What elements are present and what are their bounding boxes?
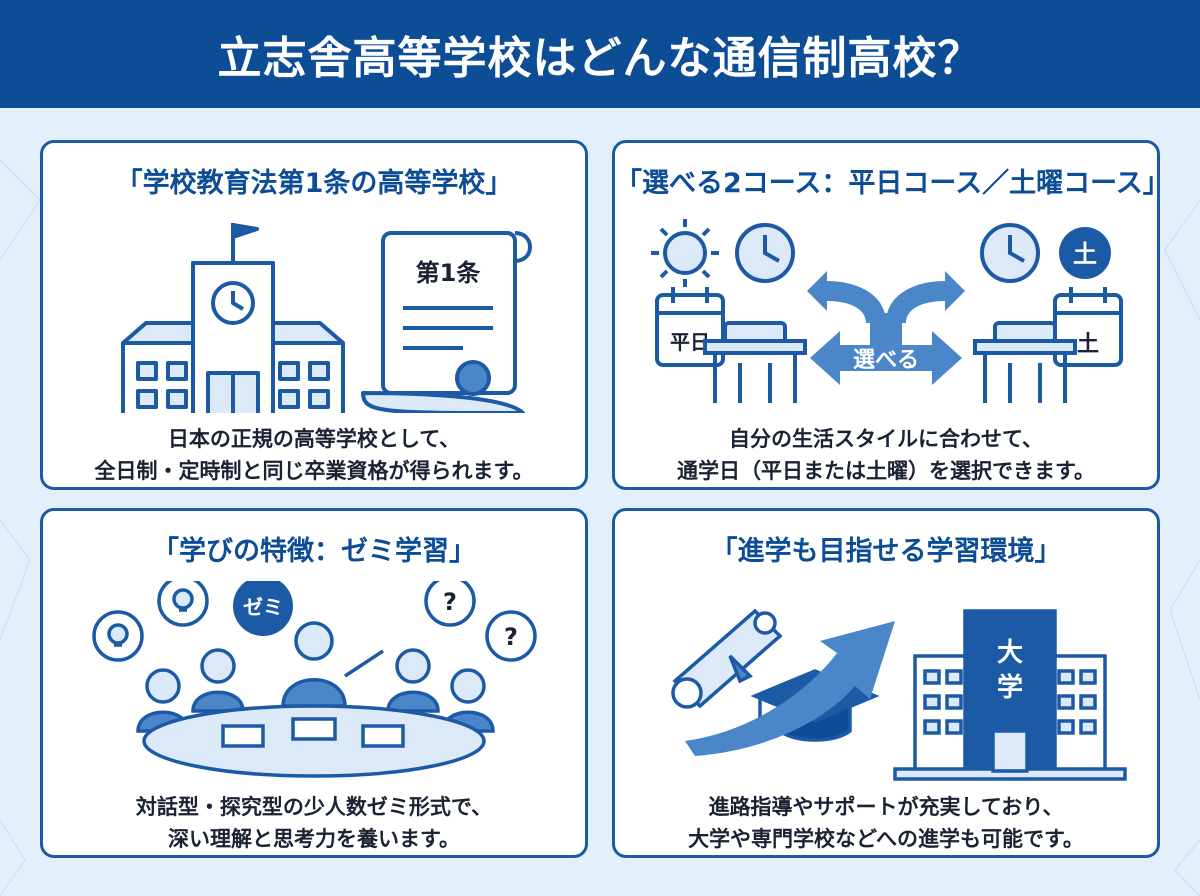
clock-icon [735,223,795,283]
seminar-bubble-icon [233,581,293,636]
page-header: 立志舎高等学校はどんな通信制高校？ [0,0,1200,108]
teacher-icon [281,621,384,708]
description-line-2: 通学日（平日または土曜）を選択できます。 [677,459,1095,483]
seminar-bubble-label: ゼミ [243,595,283,619]
question-bubble-icon [424,581,537,662]
description-line-1: 日本の正規の高等学校として、 [167,427,461,451]
saturday-calendar-label: 土 [1077,332,1099,357]
up-arrow-icon [685,621,895,756]
desk-icon [703,321,807,403]
card-description: 日本の正規の高等学校として、 全日制・定時制と同じ卒業資格が得られます。 [43,423,585,487]
arrow-icon [807,271,965,385]
saturday-badge-icon [1059,227,1111,279]
description-line-1: 自分の生活スタイルに合わせて、 [729,427,1043,451]
card-illustration: 第1条 [121,223,532,413]
card-illustration: ゼミ ? ? [92,581,537,778]
card-advancement-environment: 「進学も目指せる学習環境」 [612,508,1160,858]
saturday-badge-label: 土 [1073,240,1097,268]
diploma-icon [671,608,783,709]
clock-icon [980,223,1040,283]
description-line-2: 深い理解と思考力を養います。 [168,827,460,851]
choice-label: 選べる [853,348,919,373]
description-line-1: 進路指導やサポートが充実しており、 [708,795,1064,819]
school-building-icon [121,223,345,413]
card-two-courses: 「選べる2コース：平日コース／土曜コース」 平日 [612,140,1160,490]
description-line-2: 全日制・定時制と同じ卒業資格が得られます。 [94,459,534,483]
card-illustration: 大 学 [671,608,1127,781]
university-building-icon [893,609,1127,781]
description-line-2: 大学や専門学校などへの進学も可能です。 [688,827,1084,851]
card-title: 「進学も目指せる学習環境」 [710,536,1062,567]
certificate-scroll-icon [361,231,532,413]
card-description: 進路指導やサポートが充実しており、 大学や専門学校などへの進学も可能です。 [615,791,1157,855]
university-label-top: 大 [997,638,1023,668]
desk-icon [973,321,1077,403]
card-seminar-learning: 「学びの特徴：ゼミ学習」 ゼミ ? ? [40,508,588,858]
card-first-article-school: 「学校教育法第1条の高等学校」 [40,140,588,490]
card-title: 「学びの特徴：ゼミ学習」 [152,536,476,567]
question-mark: ? [504,623,518,651]
university-label-bottom: 学 [997,672,1023,703]
scroll-label: 第1条 [416,259,482,287]
sun-icon [651,219,719,287]
round-table-icon [142,704,486,778]
description-line-1: 対話型・探究型の少人数ゼミ形式で、 [135,795,493,819]
card-title: 「選べる2コース：平日コース／土曜コース」 [615,168,1160,199]
card-description: 自分の生活スタイルに合わせて、 通学日（平日または土曜）を選択できます。 [615,423,1157,487]
lightbulb-icon [92,581,209,662]
page-title: 立志舎高等学校はどんな通信制高校？ [217,33,983,84]
card-illustration: 平日 選べる 土 土 [651,219,1123,403]
question-mark: ? [443,588,457,616]
card-title: 「学校教育法第1条の高等学校」 [115,168,513,199]
card-description: 対話型・探究型の少人数ゼミ形式で、 深い理解と思考力を養います。 [43,791,585,855]
